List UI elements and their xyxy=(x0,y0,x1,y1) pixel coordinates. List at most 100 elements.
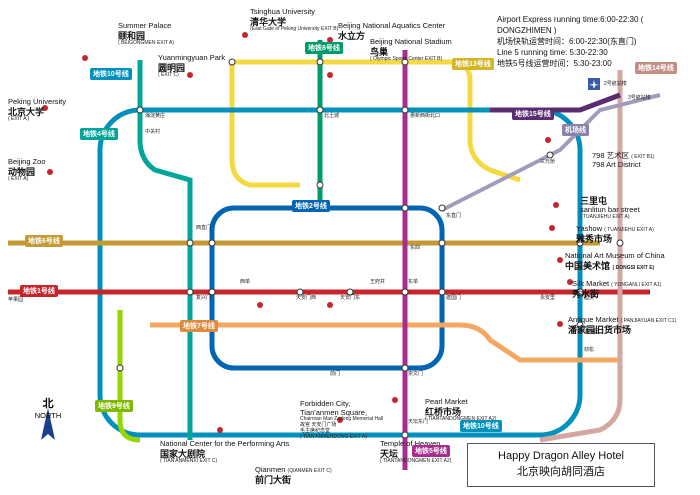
station-guomao: 国贸 xyxy=(584,295,595,301)
landmark-exit: ( TUANJIEHU EXIT A) xyxy=(604,227,654,233)
landmark-cn: 前门大街 xyxy=(255,474,292,485)
running-times-info: Airport Express running time:6:00-22:30 … xyxy=(497,14,700,69)
landmark-en: Temple of Heaven xyxy=(380,439,441,448)
landmark-en2: Tian'anmen Square, xyxy=(300,407,368,417)
hotel-name-en: Happy Dragon Alley Hotel xyxy=(498,450,624,462)
line-13-track xyxy=(232,59,521,183)
landmark-cn: 圆明园 xyxy=(158,62,186,73)
landmark-cn: 水立方 xyxy=(338,30,366,41)
station-dongzhimen: 东直门 xyxy=(446,213,462,219)
landmark-exit: ( EXIT A ) xyxy=(8,115,30,122)
landmark-en2: 798 Art District xyxy=(592,159,641,169)
line-8-badge: 地铁8号线 xyxy=(305,42,343,54)
landmark-cn: 故宫 天安门广场 xyxy=(300,422,337,428)
landmark-exit: (East Gate of Peking University EXIT B) xyxy=(250,25,339,32)
landmark-cn: 三里屯 xyxy=(580,196,608,206)
station-yonganli: 永安里 xyxy=(540,295,556,301)
landmark-cn: 中国美术馆 xyxy=(565,260,611,271)
landmark-cn: 北京大学 xyxy=(8,106,45,117)
line-7-badge: 地铁7号线 xyxy=(180,320,218,332)
landmark-summer-palace: Summer Palace 颐和园 ( BEIGONGMEN EXIT A) xyxy=(118,21,175,47)
line-9-badge: 地铁9号线 xyxy=(95,400,133,412)
landmark-namoc: National Art Museum of China 中国美术馆 ( DON… xyxy=(565,251,665,271)
landmark-exit: ( TUANJIEHU EXIT A) xyxy=(580,213,630,220)
station-qianmen: 前门 xyxy=(330,371,341,377)
station-zhongguancun: 中关村 xyxy=(145,129,161,135)
landmark-ncpa: National Center for the Performing Arts … xyxy=(160,439,290,465)
hotel-box: Happy Dragon Alley Hotel 北京映向胡同酒店 xyxy=(467,443,655,487)
station-huixinxijie: 惠新西街北口 xyxy=(410,113,441,119)
station-fuxingmen: 复兴门 xyxy=(196,295,212,301)
landmark-exit: ( YONGANLI EXIT A1) xyxy=(611,282,662,288)
station-xizhimen: 西直门 xyxy=(196,225,212,231)
compass-north: 北 NORTH xyxy=(28,395,68,420)
landmark-cn: 鸟巢 xyxy=(370,46,389,57)
station-sanyuanqiao: 三元桥 xyxy=(540,159,556,165)
station-jianguomen: 建国门 xyxy=(446,295,462,301)
landmark-exit: ( EXIT C) xyxy=(158,71,179,78)
line-9-track xyxy=(117,310,141,443)
landmark-stadium: Beijing National Stadium 鸟巢 ( Olympic Sp… xyxy=(370,37,452,63)
landmark-exit: ( BEIGONGMEN EXIT A) xyxy=(118,39,175,46)
line-14-track xyxy=(539,70,623,443)
landmark-en: Summer Palace xyxy=(118,21,172,30)
landmark-cn2: 毛主席纪念堂 xyxy=(300,427,331,434)
landmark-en: Beijing National Aquatics Center xyxy=(338,21,446,30)
line-2-badge: 地铁2号线 xyxy=(292,200,330,212)
landmark-exit: ( TIAN'ANMENXI EXIT C) xyxy=(160,457,218,464)
station-t2: 2号航站楼 xyxy=(604,81,627,87)
landmark-en: Pearl Market xyxy=(425,397,468,406)
landmark-antique: Antique Market ( PANJIAYUAN EXIT C1) 潘家园… xyxy=(568,315,677,335)
landmark-forbidden-city: Forbidden City, Tian'anmen Square, Chair… xyxy=(300,399,384,440)
station-xidan: 西单 xyxy=(240,279,251,285)
landmark-cn: 国家大剧院 xyxy=(160,448,206,459)
landmark-en: National Art Museum of China xyxy=(565,251,665,260)
landmark-temple: Temple of Heaven 天坛 ( TIANTANDONGMEN EXI… xyxy=(380,439,452,465)
line-14-badge: 地铁14号线 xyxy=(635,62,677,74)
landmark-en: Yashow xyxy=(576,224,603,233)
landmark-cn: 清华大学 xyxy=(250,16,287,27)
compass-cn: 北 xyxy=(42,398,54,410)
airplane-icon xyxy=(588,78,600,90)
airport-line-badge: 机场线 xyxy=(562,124,589,136)
station-panjiayuan: 潘家园 xyxy=(584,329,600,335)
landmark-cn: 天坛 xyxy=(380,448,399,459)
landmark-pku: Peking University 北京大学 ( EXIT A ) xyxy=(8,97,66,123)
landmark-yashow: Yashow ( TUANJIEHU EXIT A) 雅秀市场 xyxy=(576,224,654,244)
landmark-cn: 潘家园旧货市场 xyxy=(568,324,632,335)
landmark-cn: 雅秀市场 xyxy=(576,233,613,244)
line-13-track-west xyxy=(229,62,300,188)
landmark-en: Qianmen xyxy=(255,465,286,474)
landmark-en: Yuanmingyuan Park xyxy=(158,53,226,62)
landmark-exit: ( PANJIAYUAN EXIT C1) xyxy=(620,318,677,324)
landmark-exit: ( DONGSI EXIT E) xyxy=(612,264,655,271)
landmark-en: Beijing Zoo xyxy=(8,157,46,166)
compass-en: NORTH xyxy=(34,411,62,420)
line-7-track xyxy=(150,322,620,363)
line5-time-en: Line 5 running time: 5:30-22:30 xyxy=(497,48,608,57)
landmark-en: National Center for the Performing Arts xyxy=(160,439,290,448)
hotel-name-cn: 北京映向胡同酒店 xyxy=(517,466,605,478)
landmark-en: Antique Market xyxy=(568,315,619,324)
landmark-exit: ( TIAN'ANMENDONG EXIT A) xyxy=(300,433,367,440)
line-15-track xyxy=(490,92,621,113)
landmark-en: Forbidden City, xyxy=(300,399,351,408)
station-dongdan: 东单 xyxy=(408,279,419,285)
landmark-en3: Chairman Mao Zedong Memorial Hall xyxy=(300,416,384,423)
landmark-cn: 红桥市场 xyxy=(425,406,462,417)
station-tiantandongmen: 天坛东门 xyxy=(408,419,429,425)
station-wangfujing: 王府井 xyxy=(370,279,386,285)
landmark-exit: ( EXIT A) xyxy=(8,175,29,182)
line-10-badge-south: 地铁10号线 xyxy=(460,420,502,432)
poi-markers xyxy=(42,32,573,433)
landmark-cn: 秀水街 xyxy=(572,288,600,299)
landmark-en: Tsinghua University xyxy=(250,7,316,16)
landmark-sanlitun: 三里屯 sanlitun bar street ( TUANJIEHU EXIT… xyxy=(580,196,640,221)
landmark-silk: Silk Market ( YONGANLI EXIT A1) 秀水街 xyxy=(572,279,662,299)
line-10-badge-west: 地铁10号线 xyxy=(90,68,132,80)
station-markers xyxy=(116,58,624,439)
landmark-en: sanlitun bar street xyxy=(580,205,640,215)
landmark-exit: ( EXIT B1) xyxy=(631,154,655,160)
landmark-exit: ( TIANTANDONGMEN EXIT A2) xyxy=(380,457,452,464)
